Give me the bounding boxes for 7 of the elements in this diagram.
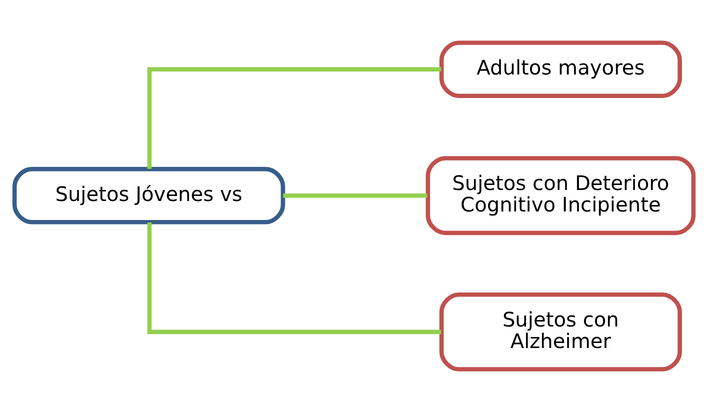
node-box: Sujetos con Alzheimer [439, 292, 682, 371]
connector [283, 192, 428, 198]
node-box: Sujetos con Deterioro Cognitivo Incipiente [426, 156, 696, 235]
node-box: Adultos mayores [439, 40, 682, 98]
node-box: Sujetos Jóvenes vs [12, 166, 286, 224]
connector [147, 222, 442, 334]
connector [147, 66, 442, 168]
